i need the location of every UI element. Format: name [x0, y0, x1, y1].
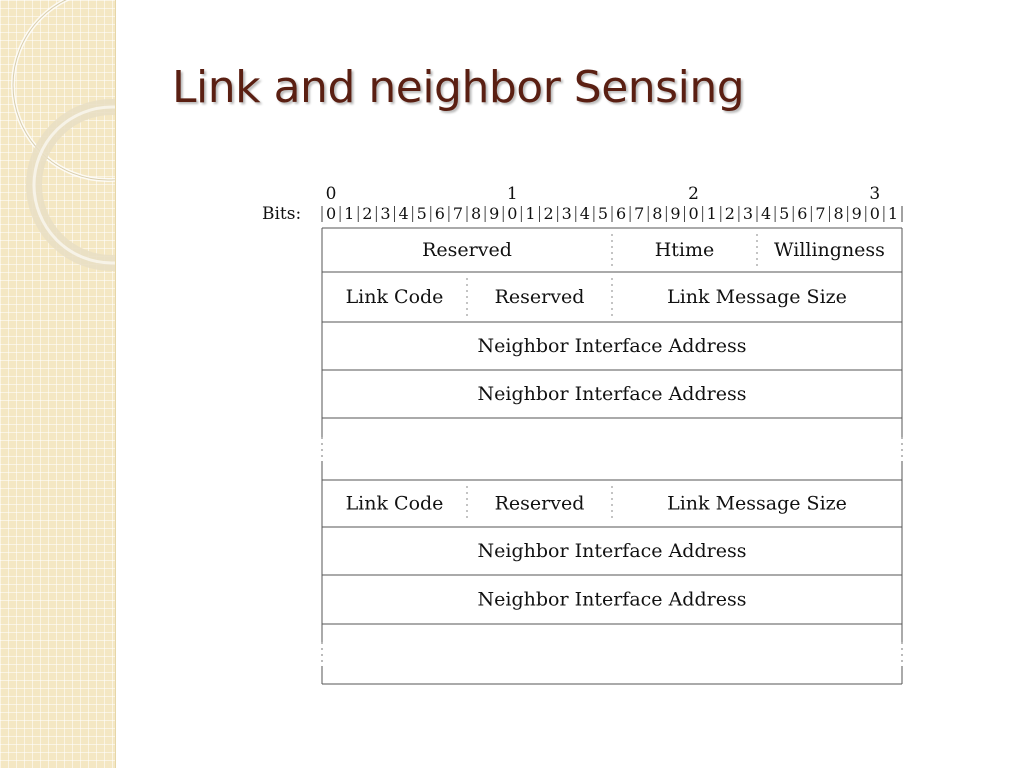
bit-number-label: 8	[471, 204, 481, 223]
bit-number-label: 5	[417, 204, 427, 223]
bit-number-label: 6	[616, 204, 626, 223]
bit-number-label: 0	[870, 204, 880, 223]
major-bit-tick-label: 1	[507, 184, 518, 204]
decorative-side-strip	[0, 0, 205, 768]
bit-number-label: 4	[761, 204, 771, 223]
slide-title: Link and neighbor Sensing	[172, 62, 745, 113]
bit-number-label: 3	[562, 204, 572, 223]
field-label: Neighbor Interface Address	[478, 540, 747, 562]
bit-number-label: 9	[670, 204, 680, 223]
bit-number-label: 4	[580, 204, 590, 223]
field-label: Link Code	[346, 493, 444, 515]
major-bit-tick-label: 3	[869, 184, 880, 204]
bit-number-label: 1	[525, 204, 535, 223]
bit-number-label: 1	[888, 204, 898, 223]
bit-number-label: 2	[362, 204, 372, 223]
field-label: Reserved	[495, 286, 585, 308]
bit-number-label: 6	[797, 204, 807, 223]
major-bit-tick-label: 0	[326, 184, 337, 204]
bit-number-label: 3	[380, 204, 390, 223]
field-label: Htime	[655, 239, 715, 261]
bit-number-label: 6	[435, 204, 445, 223]
field-label: Reserved	[422, 239, 512, 261]
field-label: Neighbor Interface Address	[478, 383, 747, 405]
bit-number-label: 8	[652, 204, 662, 223]
bit-number-label: 0	[326, 204, 336, 223]
bit-number-label: 0	[507, 204, 517, 223]
bit-number-label: 9	[852, 204, 862, 223]
bit-number-label: 7	[815, 204, 825, 223]
bit-number-label: 1	[707, 204, 717, 223]
field-label: Reserved	[495, 493, 585, 515]
bit-number-label: 4	[398, 204, 408, 223]
bit-number-label: 2	[543, 204, 553, 223]
bit-number-label: 1	[344, 204, 354, 223]
bit-number-label: 8	[833, 204, 843, 223]
bit-number-label: 7	[634, 204, 644, 223]
field-label: Willingness	[774, 239, 885, 261]
bit-number-label: 3	[743, 204, 753, 223]
bit-number-label: 5	[779, 204, 789, 223]
bit-number-label: 9	[489, 204, 499, 223]
field-label: Neighbor Interface Address	[478, 335, 747, 357]
field-label: Neighbor Interface Address	[478, 589, 747, 611]
field-label: Link Message Size	[667, 493, 847, 515]
bits-label: Bits:	[262, 204, 301, 224]
bit-number-label: 5	[598, 204, 608, 223]
major-bit-tick-label: 2	[688, 184, 699, 204]
field-label: Link Message Size	[667, 286, 847, 308]
bit-number-label: 0	[688, 204, 698, 223]
bit-number-label: 2	[725, 204, 735, 223]
bit-number-label: 7	[453, 204, 463, 223]
field-label: Link Code	[346, 286, 444, 308]
